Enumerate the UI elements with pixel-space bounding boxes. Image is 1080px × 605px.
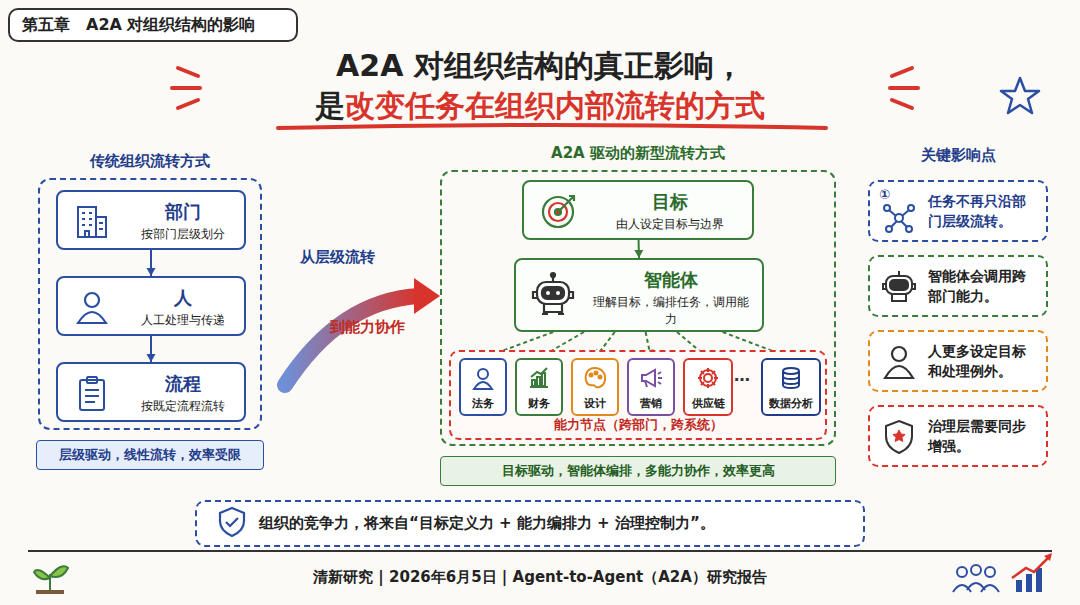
capability-node: 营销	[627, 358, 675, 416]
node-text: 人	[130, 286, 236, 310]
ellipsis: …	[734, 366, 750, 385]
icon	[778, 365, 804, 394]
icon	[528, 270, 578, 324]
icon	[538, 190, 580, 236]
agent-box: 智能体理解目标，编排任务，调用能力	[514, 258, 764, 332]
node-text: 治理层需要同步增强。	[928, 416, 1038, 457]
connector	[634, 240, 643, 258]
group-heading: 关键影响点	[868, 146, 1048, 165]
connector	[147, 336, 156, 362]
icon	[879, 342, 919, 387]
node-text: 智能体	[588, 268, 754, 292]
node-text: 部门	[130, 200, 236, 224]
impact-box: 人更多设定目标和处理例外。	[868, 330, 1048, 392]
icon	[638, 365, 664, 394]
node-text: 智能体会调用跨部门能力。	[928, 266, 1038, 307]
node-text: 法务	[463, 396, 503, 411]
node-text: 人工处理与传递	[130, 312, 236, 329]
node-text: 人更多设定目标和处理例外。	[928, 341, 1038, 382]
node-text: 财务	[519, 396, 559, 411]
capability-node: 财务	[515, 358, 563, 416]
title-text: 是	[315, 86, 345, 127]
icon	[879, 267, 919, 312]
arrow-label: 从层级流转	[300, 248, 375, 267]
capability-node: 供应链	[683, 358, 733, 416]
group-heading: 传统组织流转方式	[40, 152, 260, 171]
node-text: 设计	[575, 396, 615, 411]
title: A2A 对组织结构的真正影响，	[0, 46, 1080, 87]
title-text: 改变任务在组织内部流转的方式	[345, 86, 765, 127]
impact-box: ① 任务不再只沿部门层级流转。	[868, 180, 1048, 242]
title-line: 是改变任务在组织内部流转的方式	[0, 86, 1080, 127]
node-text: 第五章 A2A 对组织结构的影响	[22, 15, 284, 36]
icon	[72, 373, 112, 417]
capability-node: 法务	[459, 358, 507, 416]
capability-node: 设计	[571, 358, 619, 416]
node-text: 流程	[130, 372, 236, 396]
summary-band: 层级驱动，线性流转，效率受限	[36, 440, 264, 470]
icon	[582, 365, 608, 394]
node-text: 数据分析	[765, 396, 817, 411]
node-text: 由人设定目标与边界	[596, 216, 744, 233]
callout-number: ①	[879, 186, 890, 205]
group-panel: A2A 驱动的新型流转方式目标由人设定目标与边界智能体理解目标，编排任务，调用能…	[440, 170, 836, 446]
node-text: 目标驱动，智能体编排，多能力协作，效率更高	[502, 462, 775, 480]
icon	[695, 365, 721, 394]
icon	[879, 417, 919, 462]
icon	[470, 365, 496, 394]
arrowhead	[147, 268, 156, 276]
node-text: 理解目标，编排任务，调用能力	[588, 294, 754, 328]
node-text: 按部门层级划分	[130, 226, 236, 243]
arrowhead	[147, 354, 156, 362]
node-text: 层级驱动，线性流转，效率受限	[59, 446, 241, 464]
arrow-label: 到能力协作	[330, 318, 405, 337]
group-heading: A2A 驱动的新型流转方式	[442, 144, 834, 163]
footer: 清新研究 | 2026年6月5日 | Agent-to-Agent（A2A）研究…	[0, 568, 1080, 587]
impact-box: 智能体会调用跨部门能力。	[868, 255, 1048, 317]
summary-band: 目标驱动，智能体编排，多能力协作，效率更高	[440, 456, 836, 486]
process-box: 部门按部门层级划分	[56, 190, 246, 250]
arrowhead	[634, 250, 643, 258]
conclusion-box: 组织的竞争力，将来自“目标定义力 + 能力编排力 + 治理控制力”。	[195, 500, 865, 547]
node-text: 营销	[631, 396, 671, 411]
icon	[72, 287, 112, 331]
capability-node: 数据分析	[761, 358, 821, 416]
icon	[215, 505, 249, 543]
capability-group: 能力节点（跨部门，跨系统） 法务 财务 设计 营销 供应链 数据分析	[449, 350, 827, 440]
node-text: 组织的竞争力，将来自“目标定义力 + 能力编排力 + 治理控制力”。	[259, 514, 715, 533]
impact-box: 治理层需要同步增强。	[868, 405, 1048, 467]
icon	[72, 201, 112, 245]
node-text: 供应链	[687, 396, 729, 411]
chapter-tag: 第五章 A2A 对组织结构的影响	[8, 8, 298, 42]
process-box: 流程按既定流程流转	[56, 362, 246, 422]
group-panel: 传统组织流转方式部门按部门层级划分人人工处理与传递流程按既定流程流转	[38, 178, 262, 430]
group-heading: 能力节点（跨部门，跨系统）	[451, 416, 825, 434]
icon	[526, 365, 552, 394]
node-text: 目标	[596, 190, 744, 214]
node-text: 任务不再只沿部门层级流转。	[928, 191, 1038, 232]
node-text: 按既定流程流转	[130, 398, 236, 415]
process-box: 人人工处理与传递	[56, 276, 246, 336]
connector	[147, 250, 156, 276]
goal-box: 目标由人设定目标与边界	[522, 180, 754, 240]
